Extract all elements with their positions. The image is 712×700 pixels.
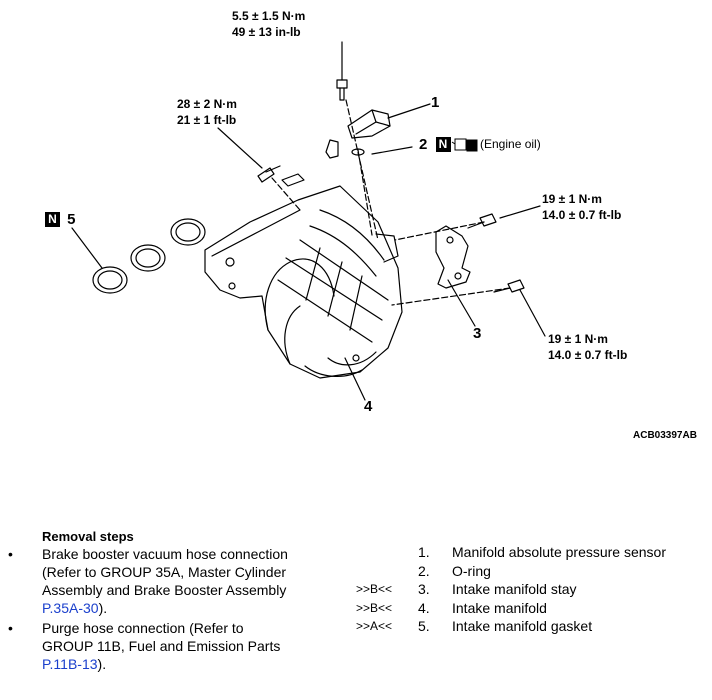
bullet-2-text: Purge hose connection (Refer to GROUP 11… bbox=[42, 620, 281, 654]
figure-code: ACB03397AB bbox=[633, 430, 697, 441]
torque-stay-upper: 19 ± 1 N·m 14.0 ± 0.7 ft-lb bbox=[542, 191, 621, 223]
part-number: 3. bbox=[418, 581, 430, 597]
torque-manifold-imperial: 21 ± 1 ft-lb bbox=[177, 113, 237, 127]
list-item: >>B<< 3. Intake manifold stay bbox=[356, 580, 666, 599]
part-mark bbox=[356, 562, 418, 581]
intake-manifold-exploded-diagram bbox=[71, 41, 546, 401]
list-item: >>B<< 4. Intake manifold bbox=[356, 599, 666, 618]
parts-list: 1. Manifold absolute pressure sensor 2. … bbox=[356, 543, 666, 636]
torque-stay-lower-nm: 19 ± 1 N·m bbox=[548, 332, 608, 346]
part-number: 1. bbox=[418, 544, 430, 560]
leader-lines bbox=[71, 41, 546, 401]
list-item: >>A<< 5. Intake manifold gasket bbox=[356, 617, 666, 636]
map-sensor-part bbox=[347, 109, 391, 139]
n-badge-icon: N bbox=[435, 137, 451, 152]
clip-part bbox=[325, 139, 339, 159]
link-p11b-13[interactable]: P.11B-13 bbox=[42, 656, 98, 672]
part-mark: >>B<< bbox=[356, 582, 393, 596]
callout-5: N 5 bbox=[45, 211, 76, 228]
part-mark: >>B<< bbox=[356, 600, 393, 615]
stay-bolt-lower bbox=[493, 279, 525, 293]
manifold-bolt bbox=[257, 165, 281, 183]
part-name: Intake manifold gasket bbox=[452, 618, 593, 634]
link-p35a-30[interactable]: P.35A-30 bbox=[42, 600, 99, 616]
bullet-2-end: ). bbox=[97, 656, 107, 672]
callout-4: 4 bbox=[364, 398, 373, 415]
part-name: Intake manifold bbox=[452, 599, 547, 616]
callout-2: 2 N bbox=[419, 136, 454, 153]
part-name: Manifold absolute pressure sensor bbox=[452, 544, 667, 560]
intake-manifold-part bbox=[204, 185, 403, 379]
o-ring-part bbox=[351, 148, 365, 156]
bullet-item: • Brake booster vacuum hose connection (… bbox=[8, 545, 298, 617]
bullet-dot: • bbox=[8, 546, 13, 562]
engine-oil-note: (Engine oil) bbox=[480, 137, 541, 151]
callout-2-number: 2 bbox=[419, 136, 428, 153]
part-number: 4. bbox=[418, 599, 430, 616]
callout-1: 1 bbox=[431, 94, 440, 111]
n-badge-icon: N bbox=[45, 212, 60, 227]
part-number: 5. bbox=[418, 618, 430, 634]
callout-5-number: 5 bbox=[67, 211, 76, 228]
torque-stay-lower: 19 ± 1 N·m 14.0 ± 0.7 ft-lb bbox=[548, 331, 627, 363]
bullet-1-end: ). bbox=[98, 600, 108, 616]
torque-manifold-bolt: 28 ± 2 N·m 21 ± 1 ft-lb bbox=[177, 96, 237, 128]
part-number: 2. bbox=[418, 562, 430, 579]
stay-bolt-upper bbox=[467, 213, 497, 229]
torque-stay-lower-imperial: 14.0 ± 0.7 ft-lb bbox=[548, 348, 628, 362]
part-name: Intake manifold stay bbox=[452, 581, 577, 597]
bullet-item: • Purge hose connection (Refer to GROUP … bbox=[8, 619, 298, 673]
bullet-1-text: Brake booster vacuum hose connection (Re… bbox=[42, 546, 288, 598]
torque-sensor-nm: 5.5 ± 1.5 N·m bbox=[232, 9, 306, 23]
torque-sensor-imperial: 49 ± 13 in-lb bbox=[232, 25, 301, 39]
torque-stay-upper-imperial: 14.0 ± 0.7 ft-lb bbox=[542, 208, 622, 222]
removal-steps-title: Removal steps bbox=[42, 529, 134, 544]
torque-stay-upper-nm: 19 ± 1 N·m bbox=[542, 192, 602, 206]
torque-manifold-nm: 28 ± 2 N·m bbox=[177, 97, 237, 111]
gaskets bbox=[92, 218, 206, 294]
bullet-dot: • bbox=[8, 620, 13, 636]
part-mark bbox=[356, 543, 418, 562]
removal-bullets: • Brake booster vacuum hose connection (… bbox=[8, 545, 298, 675]
part-name: O-ring bbox=[452, 562, 491, 579]
list-item: 2. O-ring bbox=[356, 562, 666, 581]
list-item: 1. Manifold absolute pressure sensor bbox=[356, 543, 666, 562]
intake-manifold-stay-part bbox=[435, 225, 471, 289]
sensor-bolt bbox=[336, 79, 348, 101]
callout-3: 3 bbox=[473, 325, 482, 342]
part-mark: >>A<< bbox=[356, 619, 393, 633]
spacer-part bbox=[281, 173, 305, 187]
oil-can-icon bbox=[451, 138, 478, 152]
torque-sensor-bolt: 5.5 ± 1.5 N·m 49 ± 13 in-lb bbox=[232, 8, 305, 40]
